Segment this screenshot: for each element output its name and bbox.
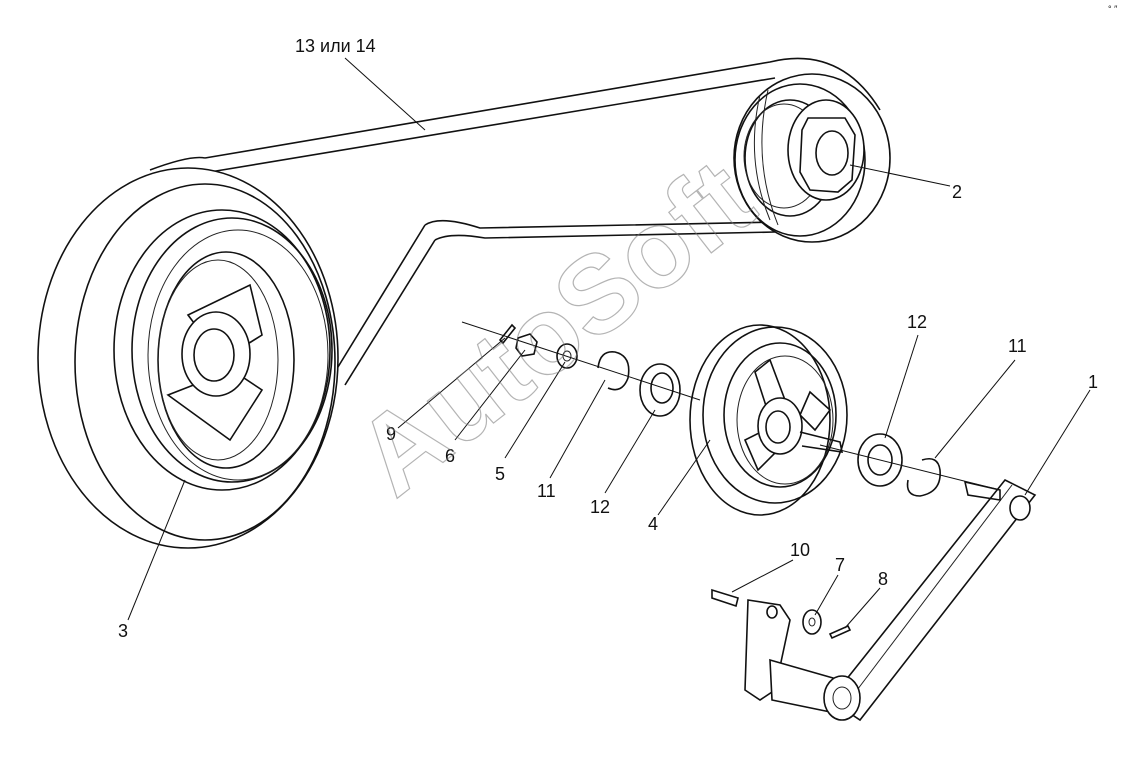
bearing-left [639, 363, 681, 417]
label-retaining-ring-left: 11 [537, 481, 556, 501]
label-cotter-pin-arm: 8 [878, 569, 888, 589]
label-pin: 10 [790, 540, 810, 560]
pin [711, 588, 739, 608]
idler-pulley [689, 324, 848, 516]
label-pulley-driven: 2 [952, 182, 962, 202]
tension-arm [744, 478, 1037, 722]
retaining-ring-right [906, 457, 941, 497]
driven-pulley [733, 73, 891, 243]
label-belt: 13 или 14 [295, 36, 376, 56]
drive-pulley [37, 167, 339, 549]
label-cotter-pin: 9 [386, 424, 396, 444]
label-washer-small: 7 [835, 555, 845, 575]
washer-small [802, 609, 822, 635]
label-retaining-ring-right: 11 [1008, 336, 1027, 356]
label-nut: 6 [445, 446, 455, 466]
label-bearing-right: 12 [907, 312, 927, 332]
corner-mark: ° ″ [1108, 4, 1118, 14]
cotter-pin [498, 323, 517, 345]
retaining-ring-left [597, 351, 630, 391]
label-tension-arm: 1 [1088, 372, 1098, 392]
label-washer: 5 [495, 464, 505, 484]
nut [515, 333, 538, 357]
cotter-pin-arm [828, 624, 852, 640]
label-idler-pulley: 4 [648, 514, 658, 534]
label-bearing-left: 12 [590, 497, 610, 517]
leader-lines [127, 57, 1091, 629]
label-pulley-drive: 3 [118, 621, 128, 641]
drive-belt [149, 57, 881, 386]
